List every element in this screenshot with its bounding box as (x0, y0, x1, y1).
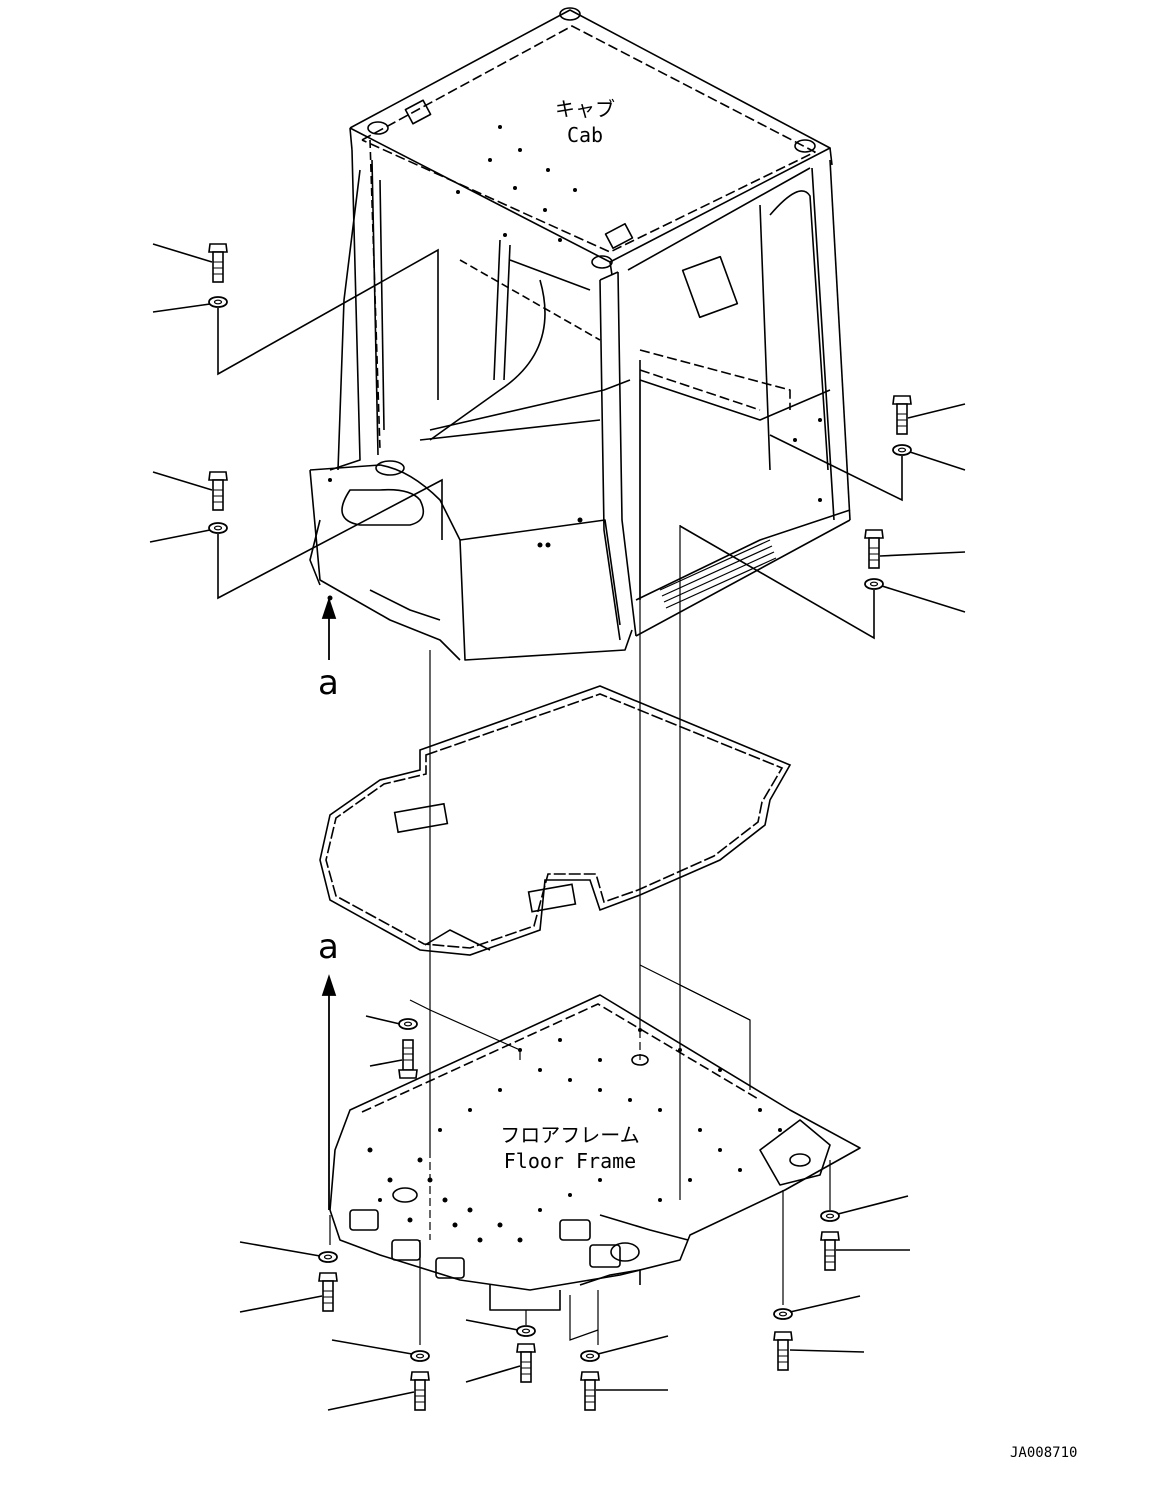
cab-label-jp: キャブ (555, 97, 615, 121)
view-a-label-bottom: a (318, 927, 339, 967)
floor-frame-label: フロアフレーム Floor Frame (470, 1122, 670, 1174)
cab-pillar-left (329, 149, 361, 471)
view-arrows (321, 597, 337, 1210)
cab-label-en: Cab (566, 123, 604, 147)
cab-label: キャブ Cab (520, 96, 650, 148)
cab-lower-cowl (309, 464, 633, 661)
alignment-lines (329, 380, 831, 1345)
leader-lines (149, 243, 966, 1411)
floor-frame-label-en: Floor Frame (503, 1149, 637, 1173)
floor-frame (329, 994, 861, 1311)
cab-pillar-right (829, 159, 851, 521)
floor-frame-label-jp: フロアフレーム (500, 1123, 640, 1147)
drawing-code: JA008710 (1010, 1445, 1078, 1461)
floor-mat (319, 685, 792, 956)
cab-pillar-center (599, 279, 621, 641)
cab-mount-hardware-left (208, 243, 912, 590)
view-a-label-top: a (318, 663, 339, 703)
